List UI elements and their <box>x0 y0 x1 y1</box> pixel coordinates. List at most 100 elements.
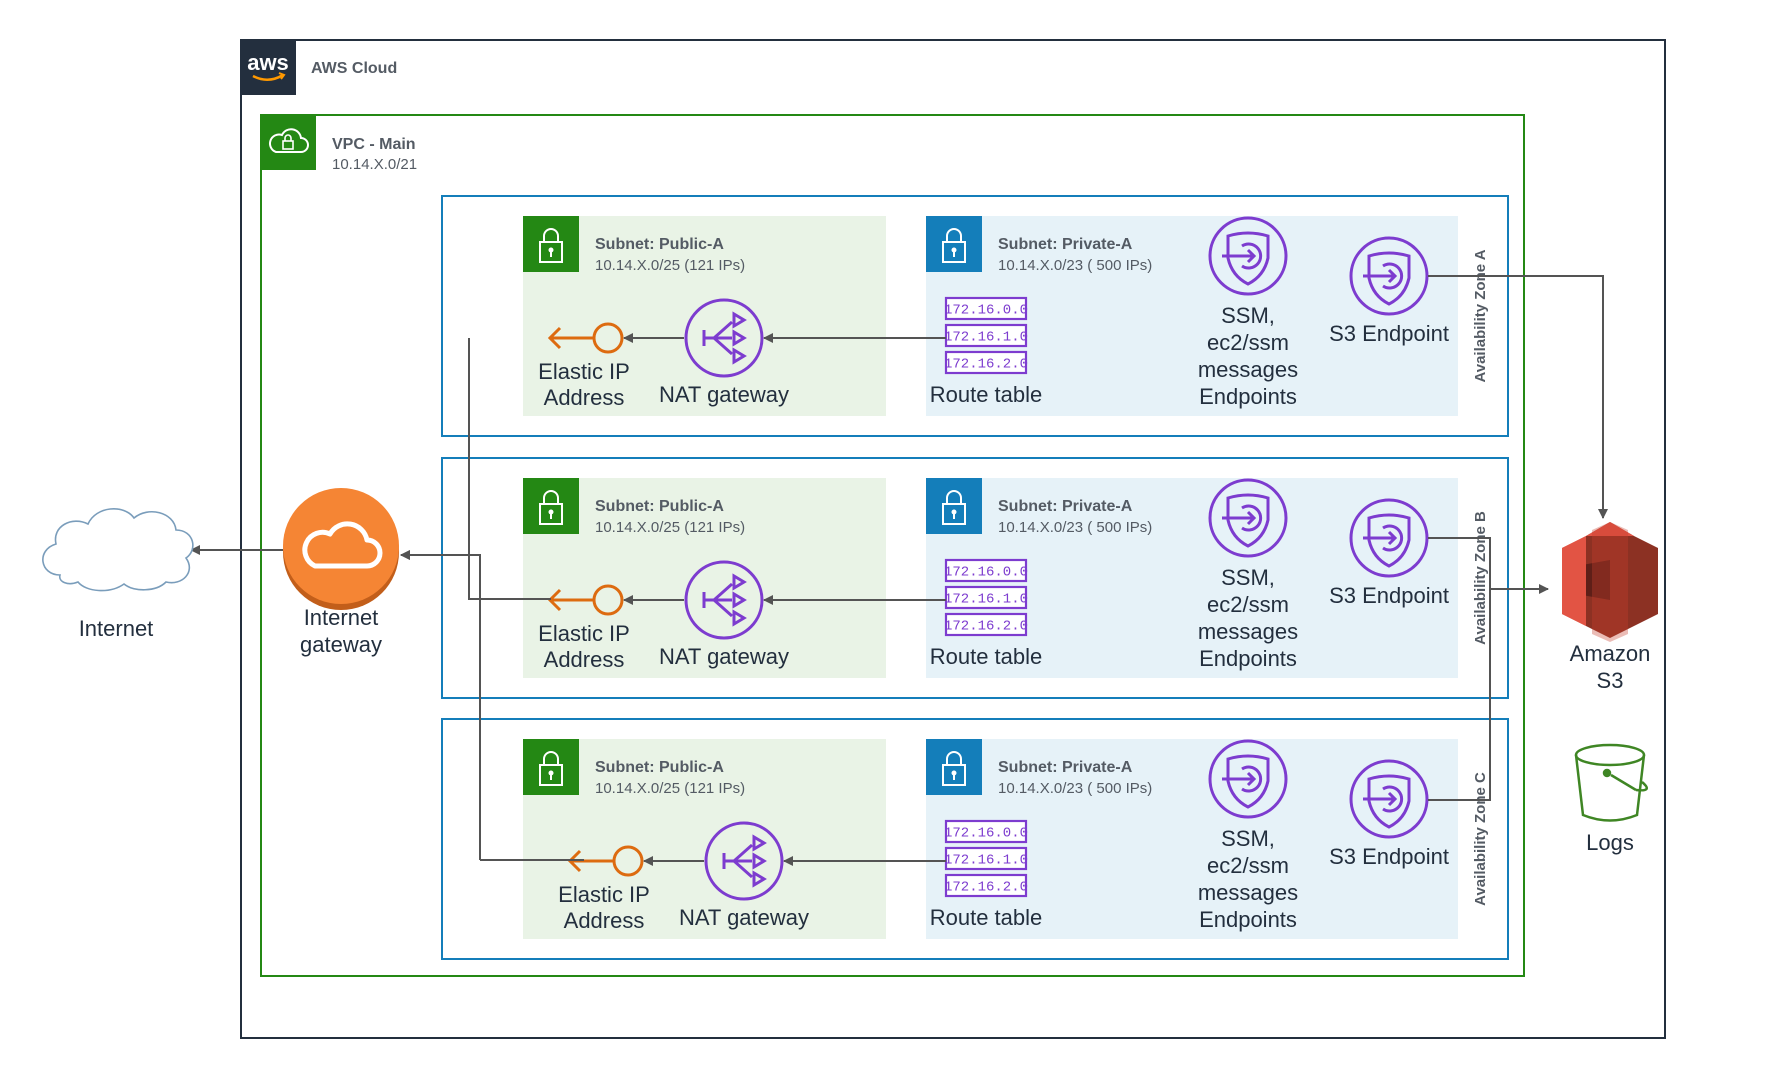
vpc-endpoint-icon <box>1208 216 1288 296</box>
elastic-ip-label-1: Elastic IP <box>538 621 630 646</box>
ssm-endpoint-label-1: SSM, <box>1221 826 1275 851</box>
route-entry-box <box>944 819 1028 844</box>
availability-zone-border <box>441 195 1509 437</box>
vpc-border <box>260 114 1525 977</box>
s3-endpoint-b-link-connector <box>1428 537 1491 589</box>
route-entry: 172.16.2.0 <box>944 880 1028 896</box>
s3-bucket-icon <box>1574 743 1648 822</box>
public-subnet-cidr: 10.14.X.0/25 (121 IPs) <box>595 257 745 274</box>
route-entry: 172.16.1.0 <box>944 330 1028 346</box>
amazon-s3-label-1: Amazon <box>1570 641 1651 666</box>
nat-gateway-label: NAT gateway <box>659 644 789 669</box>
vpc-endpoint-icon <box>1349 236 1429 316</box>
route-entry: 172.16.0.0 <box>944 565 1028 581</box>
logs-bucket-node[interactable]: Logs <box>1574 743 1648 855</box>
ssm-endpoint-label-2: ec2/ssm <box>1207 853 1289 878</box>
elastic-ip-label-2: Address <box>564 908 645 933</box>
availability-zones: Availability Zone A Subnet: Public-A 10.14… <box>441 195 1509 960</box>
route-entry-box <box>944 846 1028 871</box>
public-subnet[interactable]: Subnet: Public-A 10.14.X.0/25 (121 IPs) El… <box>523 739 886 939</box>
route-entry-box <box>944 558 1028 583</box>
nat-gateway-label: NAT gateway <box>659 382 789 407</box>
public-subnet-bg <box>523 216 886 416</box>
ssm-endpoint-label-3: messages <box>1198 357 1298 382</box>
public-subnet-cidr: 10.14.X.0/25 (121 IPs) <box>595 780 745 797</box>
vpc-title: VPC - Main <box>332 136 416 153</box>
route-entry: 172.16.1.0 <box>944 592 1028 608</box>
route-entry: 172.16.0.0 <box>944 303 1028 319</box>
s3-endpoint-label: S3 Endpoint <box>1329 321 1449 346</box>
public-subnet-title: Subnet: Public-A <box>595 759 724 776</box>
vpc-endpoint-icon <box>1349 759 1429 839</box>
route-entry-box <box>944 612 1028 637</box>
ssm-endpoint-label-4: Endpoints <box>1199 907 1297 932</box>
internet-gateway-icon <box>283 488 399 610</box>
route-table-label: Route table <box>930 905 1043 930</box>
private-subnet-cidr: 10.14.X.0/23 ( 500 IPs) <box>998 519 1152 536</box>
public-subnet[interactable]: Subnet: Public-A10.14.X.0/25 (121 IPs)El… <box>523 478 886 678</box>
internet-gateway-node[interactable]: Internet gateway <box>283 488 399 657</box>
ssm-endpoint-label-2: ec2/ssm <box>1207 592 1289 617</box>
internet-gateway-label-2: gateway <box>300 632 382 657</box>
ssm-endpoint-label-3: messages <box>1198 880 1298 905</box>
vpc-endpoint-icon <box>1349 498 1429 578</box>
subnet-lock-icon <box>926 739 982 795</box>
s3-endpoint-label: S3 Endpoint <box>1329 844 1449 869</box>
subnet-lock-icon <box>926 216 982 272</box>
s3-endpoint-c-to-s3-connector <box>1428 584 1549 801</box>
availability-zone: Availability Zone C Subnet: Public-A 10.14… <box>441 718 1509 960</box>
logs-label: Logs <box>1586 830 1634 855</box>
nat-gateway-icon <box>684 560 764 640</box>
availability-zone-label: Availability Zone A <box>1472 249 1489 382</box>
aws-cloud-title: AWS Cloud <box>311 60 397 77</box>
private-subnet-cidr: 10.14.X.0/23 ( 500 IPs) <box>998 780 1152 797</box>
s3-endpoint-label: S3 Endpoint <box>1329 583 1449 608</box>
route-entry-box <box>944 323 1028 348</box>
ssm-endpoint-label-2: ec2/ssm <box>1207 330 1289 355</box>
ssm-endpoint-label-1: SSM, <box>1221 565 1275 590</box>
vpc-cidr: 10.14.X.0/21 <box>332 156 417 173</box>
public-subnet-title: Subnet: Public-A <box>595 498 724 515</box>
aws-logo-text: aws <box>247 50 289 75</box>
subnet-lock-icon <box>523 478 579 534</box>
eip-to-igw-connector <box>400 550 481 860</box>
ssm-endpoint-label-1: SSM, <box>1221 303 1275 328</box>
elastic-ip-label-1: Elastic IP <box>558 882 650 907</box>
elastic-ip-label-2: Address <box>544 385 625 410</box>
private-subnet-cidr: 10.14.X.0/23 ( 500 IPs) <box>998 257 1152 274</box>
availability-zone-border <box>441 718 1509 960</box>
subnet-lock-icon <box>523 739 579 795</box>
private-subnet-title: Subnet: Private-A <box>998 498 1133 515</box>
amazon-s3-label-2: S3 <box>1597 668 1624 693</box>
elastic-ip-label-1: Elastic IP <box>538 359 630 384</box>
ssm-endpoint-label-4: Endpoints <box>1199 384 1297 409</box>
route-entry: 172.16.2.0 <box>944 619 1028 635</box>
vpc-cloud-lock-icon <box>261 115 316 170</box>
amazon-s3-node[interactable]: Amazon S3 <box>1562 522 1658 693</box>
aws-cloud-border <box>240 39 1666 1039</box>
availability-zone: Availability Zone A Subnet: Public-A10.14… <box>441 195 1509 437</box>
availability-zone-label: Availability Zone C <box>1472 772 1489 906</box>
availability-zone-label: Availability Zone B <box>1472 511 1489 645</box>
internet-node[interactable]: Internet <box>42 508 194 641</box>
amazon-s3-icon <box>1562 522 1658 642</box>
private-subnet[interactable]: Subnet: Private-A10.14.X.0/23 ( 500 IPs)… <box>926 216 1458 416</box>
nat-gateway-icon <box>704 821 784 901</box>
nat-gateway-icon <box>684 298 764 378</box>
private-subnet[interactable]: Subnet: Private-A 10.14.X.0/23 ( 500 IPs)… <box>926 739 1458 939</box>
elastic-ip-icon <box>547 322 624 354</box>
private-subnet-title: Subnet: Private-A <box>998 759 1133 776</box>
public-subnet[interactable]: Subnet: Public-A10.14.X.0/25 (121 IPs)El… <box>523 216 886 416</box>
connectors <box>190 275 1608 866</box>
public-subnet-bg <box>523 739 886 939</box>
vpc-endpoint-icon <box>1208 478 1288 558</box>
nat-gateway-label: NAT gateway <box>679 905 809 930</box>
elastic-ip-label-2: Address <box>544 647 625 672</box>
internet-gateway-label-1: Internet <box>304 605 379 630</box>
aws-logo-icon: aws <box>241 40 296 95</box>
ssm-endpoint-label-3: messages <box>1198 619 1298 644</box>
private-subnet[interactable]: Subnet: Private-A 10.14.X.0/23 ( 500 IPs)… <box>926 478 1458 678</box>
